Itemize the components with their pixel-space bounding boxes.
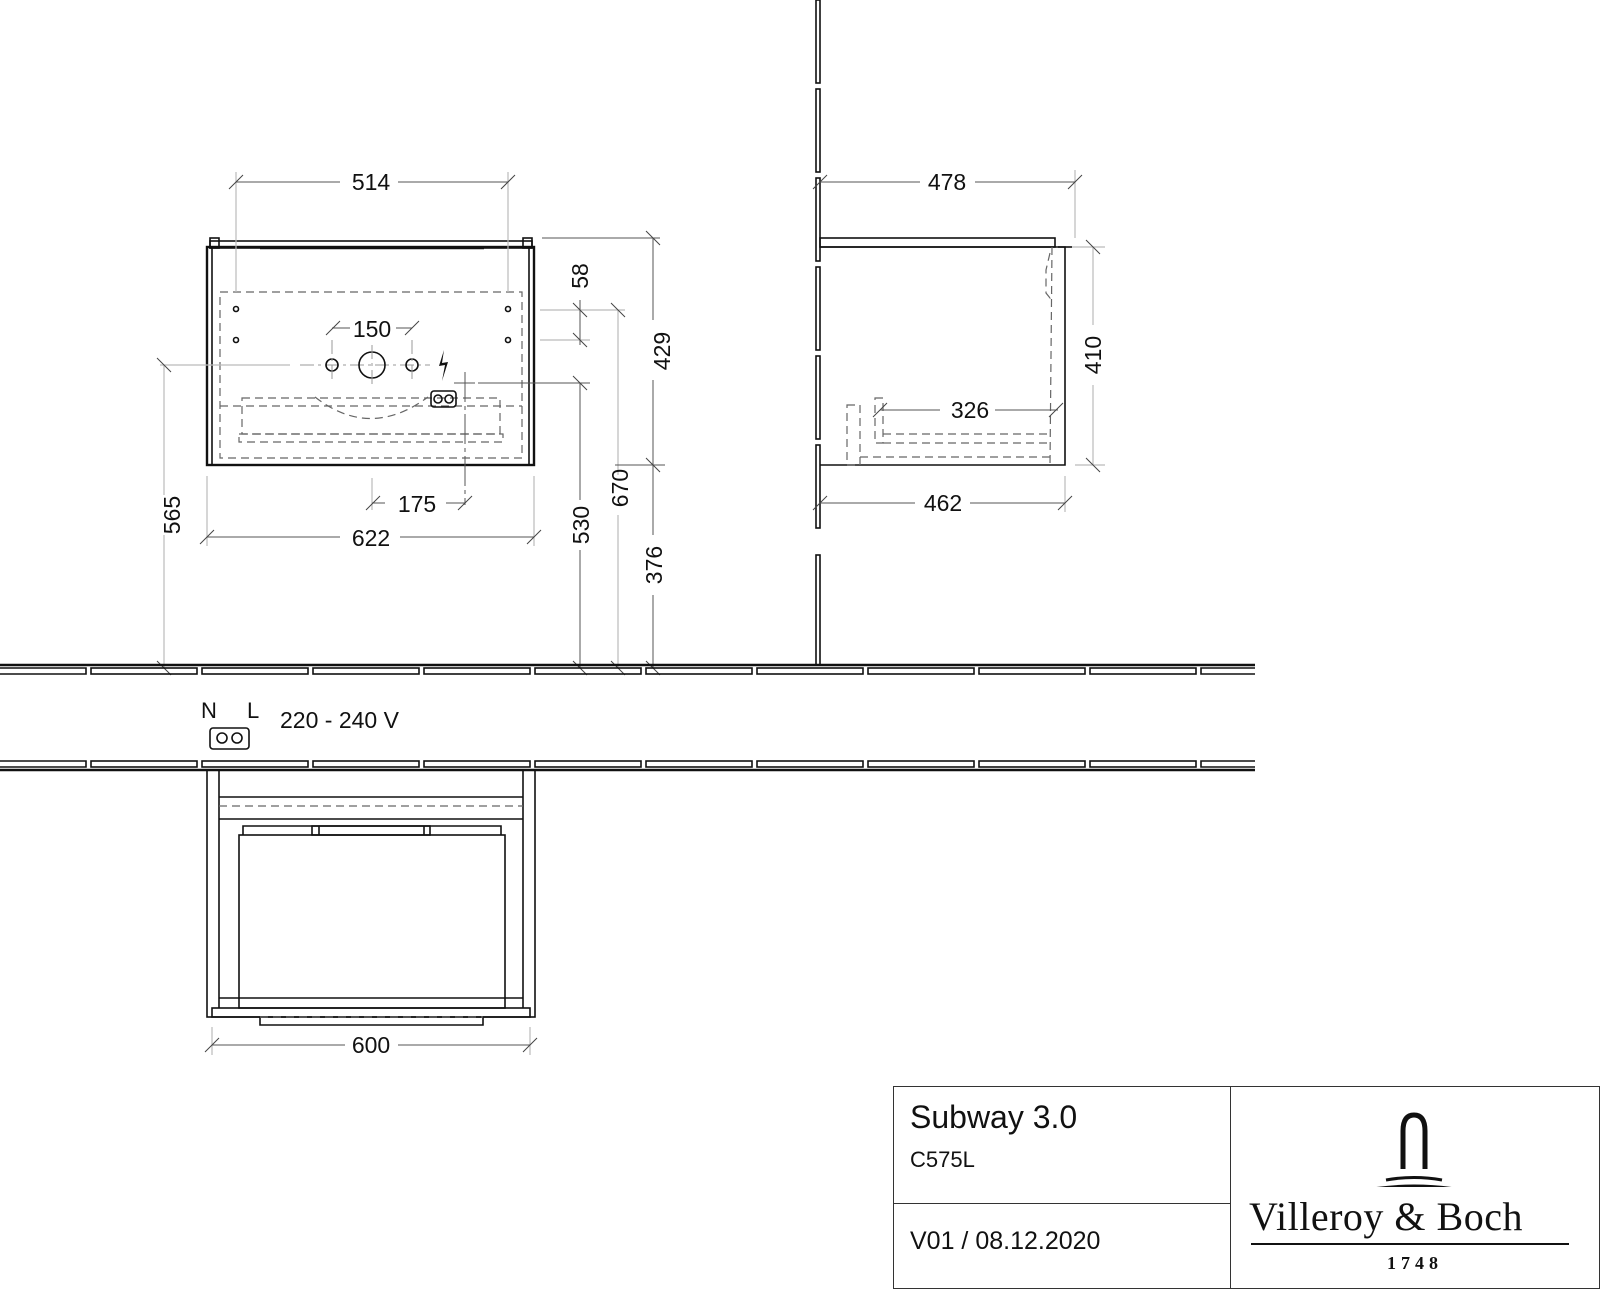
- dim-478: 478: [928, 169, 966, 195]
- front-view: [160, 237, 536, 505]
- dim-622: 622: [352, 525, 390, 551]
- neutral-label: N: [201, 698, 217, 723]
- dim-376: 376: [641, 546, 667, 584]
- dim-150: 150: [353, 316, 391, 342]
- dim-429: 429: [649, 332, 675, 370]
- product-name: Subway 3.0: [910, 1099, 1078, 1135]
- version-date: V01 / 08.12.2020: [910, 1227, 1101, 1255]
- brand-logo: Villeroy & Boch 1748: [1231, 1087, 1599, 1288]
- title-block: Subway 3.0 C575L V01 / 08.12.2020 Viller…: [893, 1086, 1600, 1289]
- dim-514: 514: [352, 169, 391, 195]
- voltage-label: 220 - 240 V: [280, 707, 400, 733]
- dim-462: 462: [924, 490, 962, 516]
- dim-326: 326: [951, 397, 989, 423]
- brand-name: Villeroy & Boch: [1249, 1194, 1523, 1239]
- brand-underline: [1251, 1243, 1569, 1245]
- side-view: [819, 237, 1072, 466]
- top-dimensions: [204, 1027, 538, 1055]
- dim-670: 670: [607, 469, 633, 507]
- top-view: [206, 769, 536, 1026]
- dim-565: 565: [159, 496, 185, 534]
- floor-line-upper: [0, 663, 1255, 675]
- socket-legend-icon: [209, 727, 250, 750]
- wall-section: [815, 0, 821, 666]
- dim-530: 530: [568, 506, 594, 544]
- fountain-logo-icon: [1376, 1112, 1452, 1187]
- electrical-hazard-icon: [439, 350, 448, 381]
- live-label: L: [247, 698, 259, 723]
- front-dimensions: [156, 172, 665, 676]
- dim-175: 175: [398, 491, 436, 517]
- dim-410: 410: [1080, 336, 1106, 374]
- dim-58: 58: [567, 263, 593, 289]
- product-code: C575L: [910, 1147, 975, 1172]
- floor-line-lower: [0, 760, 1255, 772]
- socket-icon: [430, 390, 457, 408]
- dim-600: 600: [352, 1032, 390, 1058]
- side-dimensions: [812, 170, 1105, 512]
- title-block-info: Subway 3.0 C575L V01 / 08.12.2020: [894, 1087, 1231, 1288]
- brand-year: 1748: [1387, 1253, 1443, 1273]
